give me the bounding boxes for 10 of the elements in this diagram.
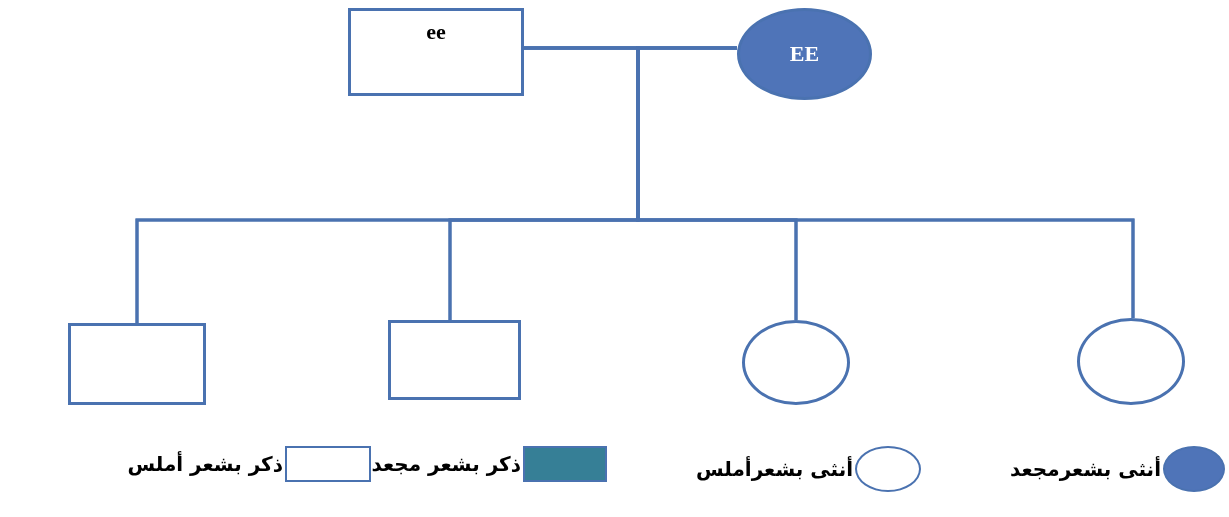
male-square [68,323,206,405]
legend-label: ذكر بشعر أملس [127,452,283,476]
legend-label: ذكر بشعر مجعد [371,452,521,476]
genotype-label: ee [426,19,446,45]
legend-label: أنثى بشعرأملس [696,457,853,481]
legend-label: أنثى بشعرمجعد [1010,457,1161,481]
pedigree-line [636,46,1135,318]
genotype-label: EE [789,41,820,67]
male-square [348,8,524,96]
male-square [388,320,521,400]
